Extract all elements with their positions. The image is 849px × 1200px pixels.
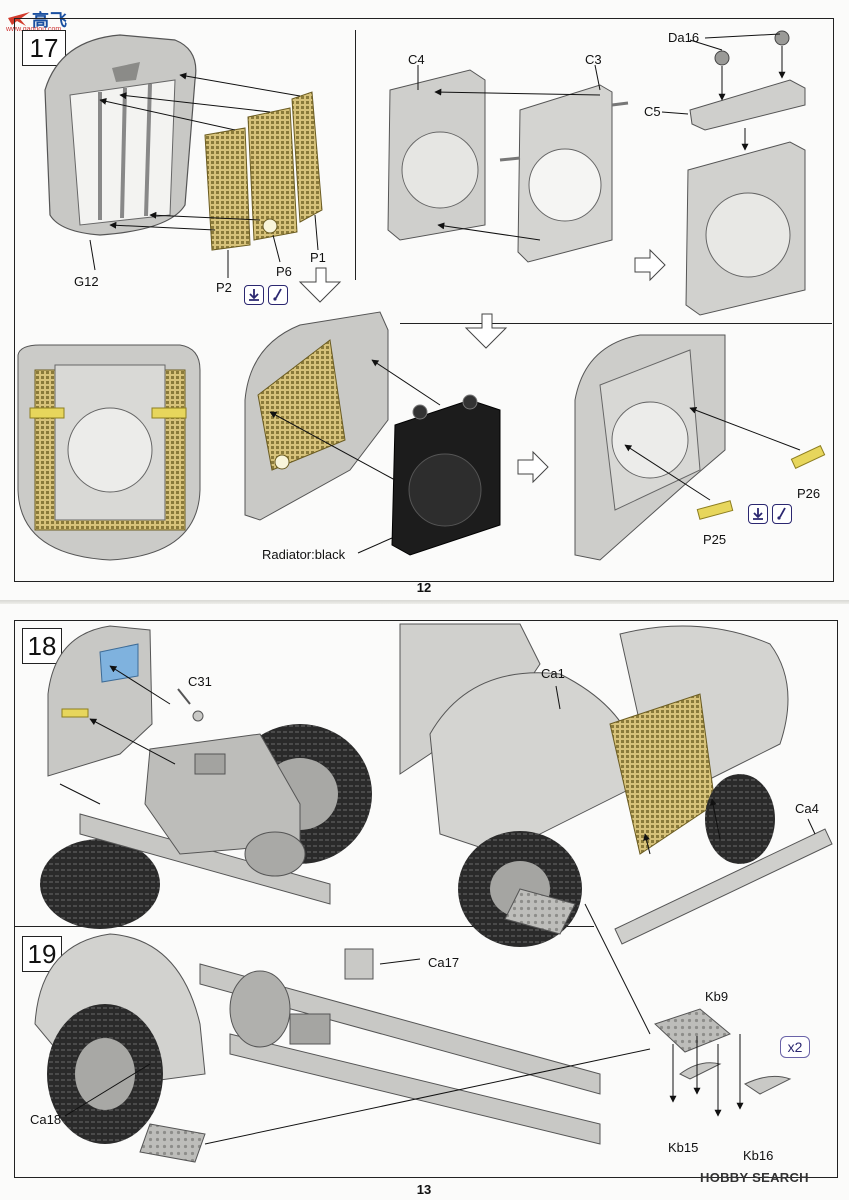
step-17-divider-vertical [355, 30, 356, 280]
step-arrow-right-icon [634, 248, 666, 282]
step-18-19-divider [14, 926, 594, 927]
part-label-kb15: Kb15 [668, 1140, 699, 1155]
glue-icon [772, 504, 792, 524]
step-arrow-right-icon [517, 450, 549, 484]
bend-fold-icon [748, 504, 768, 524]
step-18-number: 18 [22, 628, 62, 664]
part-label-kb9: Kb9 [705, 989, 729, 1004]
hobby-search-text: HOBBY SEARCH [700, 1170, 809, 1185]
part-label-radiator: Radiator:black [262, 547, 346, 562]
instruction-page-12: 高飞网 www.gaogou.com 17 [6, 11, 834, 595]
watermark-plane-icon [8, 12, 30, 26]
page-number: 13 [416, 1182, 432, 1197]
part-label-ca18: Ca18 [30, 1112, 62, 1127]
radiator-assembled [685, 141, 806, 316]
part-label-da16: Da16 [668, 30, 700, 45]
step-17-frame [14, 18, 834, 582]
part-label-p25: P25 [703, 532, 727, 547]
part-label-p6: P6 [276, 264, 292, 279]
photo-etch-grilles [204, 91, 323, 251]
part-label-c31: C31 [188, 674, 212, 689]
step-plate-kb9-installed [139, 888, 576, 1163]
radiator-top-c5 [689, 30, 806, 131]
glue-icon [268, 285, 288, 305]
part-label-ca17: Ca17 [428, 955, 460, 970]
part-label-g12: G12 [74, 274, 99, 289]
part-label-c5: C5 [644, 104, 661, 119]
part-label-p2: P2 [216, 280, 232, 295]
watermark-url: www.gaogou.com [6, 26, 61, 33]
step-plate-kb9 [654, 1008, 792, 1095]
step-17-divider-horizontal [400, 323, 832, 324]
radiator-core-c3 [499, 84, 629, 263]
radiator-frame-c4 [387, 69, 486, 241]
grille-radiator-assembled [574, 334, 726, 561]
bend-fold-icon [244, 285, 264, 305]
fender-ca1 [399, 623, 789, 947]
hobby-search-watermark: HOBBY SEARCH [700, 1170, 809, 1185]
radiator-black [391, 394, 501, 556]
part-label-p1: P1 [310, 250, 326, 265]
multiplier-badge: x2 [780, 1036, 810, 1058]
grille-shell-g12 [44, 34, 197, 236]
chassis-step19 [34, 933, 601, 1145]
grille-side-view [244, 311, 389, 521]
step-18-19-frame [14, 620, 838, 1178]
bumper-ca4 [614, 828, 833, 945]
grille-rear-view [17, 344, 201, 561]
page-number: 12 [416, 580, 432, 595]
part-label-p26: P26 [797, 486, 821, 501]
step-17-number: 17 [22, 30, 66, 66]
part-label-c3: C3 [585, 52, 602, 67]
chassis-engine-step18 [40, 724, 372, 929]
photo-etch-p26 [790, 445, 826, 469]
part-label-c4: C4 [408, 52, 425, 67]
instruction-page-13: 18 19 [0, 604, 849, 1200]
step-17-illustration [17, 30, 826, 561]
step-18-19-illustration [34, 623, 833, 1163]
page-seam [0, 600, 849, 604]
part-label-ca4: Ca4 [795, 801, 819, 816]
part-label-kb16: Kb16 [743, 1148, 774, 1163]
grille-shell-with-clear [47, 625, 153, 777]
step-arrow-down-icon [464, 313, 508, 349]
part-label-ca1: Ca1 [541, 666, 565, 681]
step-arrow-down-icon [298, 267, 342, 303]
photo-etch-p25 [696, 500, 734, 520]
